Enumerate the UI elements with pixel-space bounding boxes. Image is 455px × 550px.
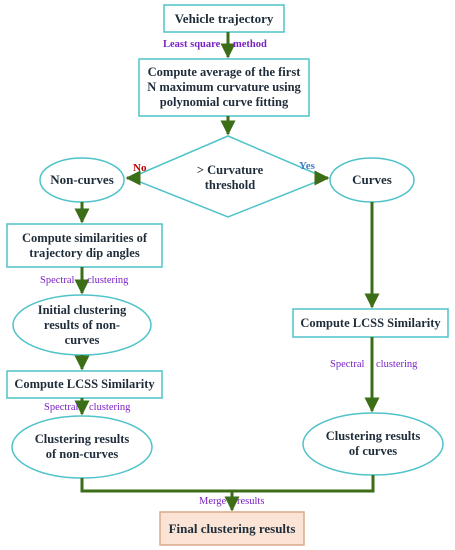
- initial-clustering-label: Initial clustering results of non-curves: [37, 302, 127, 347]
- clustering-label-2: clustering: [89, 402, 131, 413]
- vehicle-trajectory-box: [163, 4, 285, 33]
- compute-lcss-right-box: [292, 308, 449, 338]
- non-curves-label: Non-curves: [50, 172, 114, 188]
- merge-connector: [80, 475, 375, 493]
- merge-label: Merge: [199, 496, 227, 507]
- compute-lcss-left-label: Compute LCSS Similarity: [14, 377, 155, 391]
- compute-average-label: Compute average of the first N maximum c…: [147, 65, 301, 109]
- spectral-label-3: Spectral: [330, 359, 365, 370]
- curves-label: Curves: [352, 172, 392, 188]
- compute-lcss-left-box: [6, 370, 163, 399]
- clustering-non-curves-label: Clustering results of non-curves: [34, 432, 130, 461]
- decision-label: > Curvature threshold: [196, 163, 264, 192]
- least-square-label: Least square: [163, 39, 221, 50]
- final-results-label: Final clustering results: [168, 520, 296, 536]
- clustering-curves-label: Clustering results of curves: [325, 429, 421, 458]
- clustering-label-3: clustering: [376, 359, 418, 370]
- results-label: results: [237, 496, 265, 507]
- vehicle-trajectory-label: Vehicle trajectory: [174, 10, 274, 26]
- final-results-box: [159, 511, 305, 546]
- curvature-decision-diamond: [128, 135, 328, 218]
- compute-average-box: [138, 58, 310, 117]
- no-label: No: [133, 162, 147, 174]
- clustering-label-1: clustering: [87, 275, 129, 286]
- spectral-label-1: Spectral: [40, 275, 75, 286]
- compute-similarities-box: [6, 223, 163, 268]
- method-label: method: [233, 39, 267, 50]
- yes-label: Yes: [299, 160, 315, 172]
- compute-lcss-right-label: Compute LCSS Similarity: [300, 315, 441, 330]
- compute-similarities-label: Compute similarities of trajectory dip a…: [22, 230, 147, 260]
- spectral-label-2: Spectral: [44, 402, 79, 413]
